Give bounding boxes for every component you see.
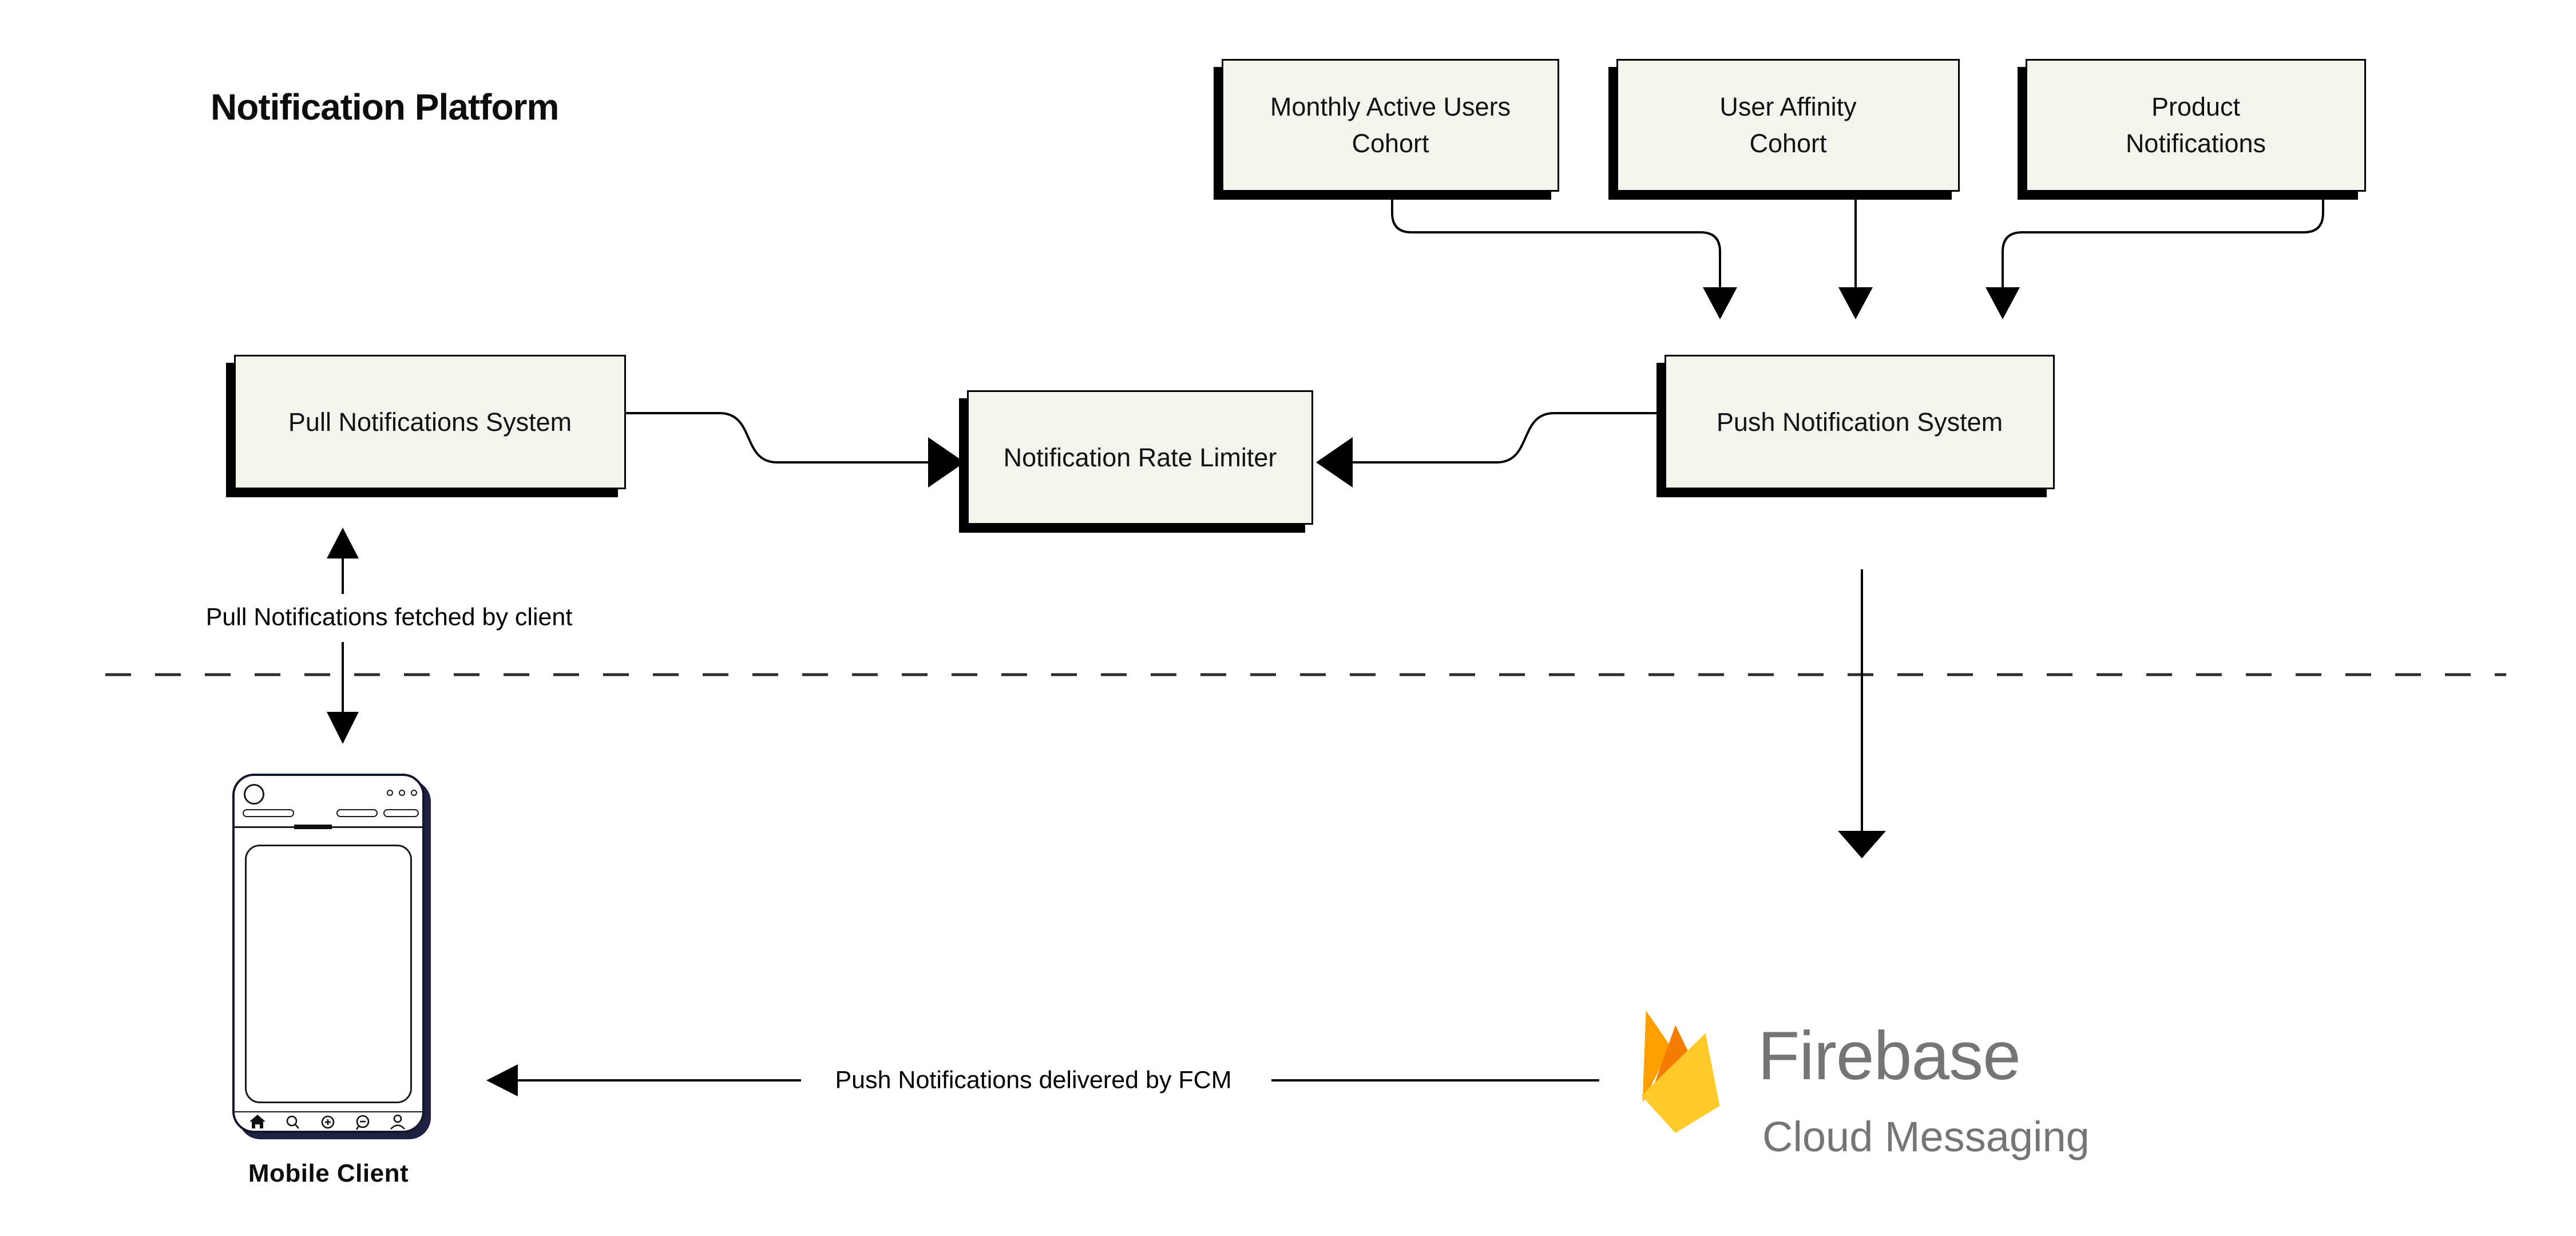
header-pill bbox=[336, 809, 378, 817]
add-icon bbox=[321, 1115, 335, 1129]
edge-pull-to-client bbox=[327, 528, 359, 744]
page-title: Notification Platform bbox=[211, 86, 559, 128]
arrowhead-right-icon bbox=[928, 437, 965, 488]
phone-navbar bbox=[249, 1114, 405, 1130]
node-user-affinity-cohort: User Affinity Cohort bbox=[1616, 59, 1960, 192]
node-label: Notification Rate Limiter bbox=[1003, 442, 1277, 472]
firebase-brand-text: Firebase bbox=[1758, 1017, 2021, 1094]
navbar-divider bbox=[235, 1111, 422, 1112]
profile-icon bbox=[390, 1114, 405, 1130]
node-label: User Affinity Cohort bbox=[1719, 92, 1857, 158]
firebase-product-text: Cloud Messaging bbox=[1762, 1113, 2090, 1160]
arrowhead-down-icon bbox=[327, 712, 359, 744]
phone-screen bbox=[245, 845, 412, 1103]
status-dot-icon bbox=[411, 790, 417, 796]
chat-icon bbox=[355, 1115, 370, 1130]
mobile-client-phone bbox=[232, 774, 425, 1133]
arrowhead-down-icon bbox=[1838, 831, 1886, 858]
edge-fcm-to-client bbox=[486, 1064, 1599, 1096]
node-product-notifications: Product Notifications bbox=[2026, 59, 2366, 192]
node-push-notification-system: Push Notification System bbox=[1665, 355, 2055, 489]
node-monthly-active-users-cohort: Monthly Active Users Cohort bbox=[1222, 59, 1559, 192]
node-label: Push Notification System bbox=[1716, 407, 2003, 437]
notch-bar bbox=[294, 825, 332, 829]
node-pull-notifications-system: Pull Notifications System bbox=[234, 355, 626, 489]
header-pill bbox=[383, 809, 419, 817]
node-label: Product Notifications bbox=[2125, 92, 2266, 158]
node-label: Monthly Active Users Cohort bbox=[1270, 92, 1511, 158]
edge-product-to-push bbox=[1985, 200, 2324, 319]
arrowhead-down-icon bbox=[1985, 287, 2020, 319]
node-notification-rate-limiter: Notification Rate Limiter bbox=[967, 390, 1313, 525]
firebase-flame-icon bbox=[1641, 1011, 1720, 1134]
edge-monthly-to-push bbox=[1391, 200, 1737, 319]
arrowhead-down-icon bbox=[1703, 287, 1737, 319]
arrowhead-up-icon bbox=[327, 528, 359, 558]
edge-push-to-limiter bbox=[1316, 412, 1665, 488]
edge-push-to-fcm bbox=[1838, 569, 1886, 858]
edge-label-pull-fetch: Pull Notifications fetched by client bbox=[205, 603, 573, 631]
node-label: Pull Notifications System bbox=[288, 407, 572, 437]
avatar bbox=[244, 784, 264, 805]
status-dot-icon bbox=[387, 790, 393, 796]
search-icon bbox=[286, 1115, 299, 1129]
arrowhead-left-icon bbox=[486, 1064, 518, 1096]
header-pill bbox=[243, 809, 294, 817]
edge-affinity-to-push bbox=[1838, 200, 1873, 319]
mobile-client-label: Mobile Client bbox=[248, 1159, 409, 1187]
status-dot-icon bbox=[399, 790, 405, 796]
home-icon bbox=[249, 1115, 265, 1128]
edge-pull-to-limiter bbox=[626, 412, 965, 488]
arrowhead-down-icon bbox=[1838, 287, 1873, 319]
arrowhead-left-icon bbox=[1316, 437, 1353, 488]
edge-label-push-deliver: Push Notifications delivered by FCM bbox=[835, 1066, 1232, 1094]
